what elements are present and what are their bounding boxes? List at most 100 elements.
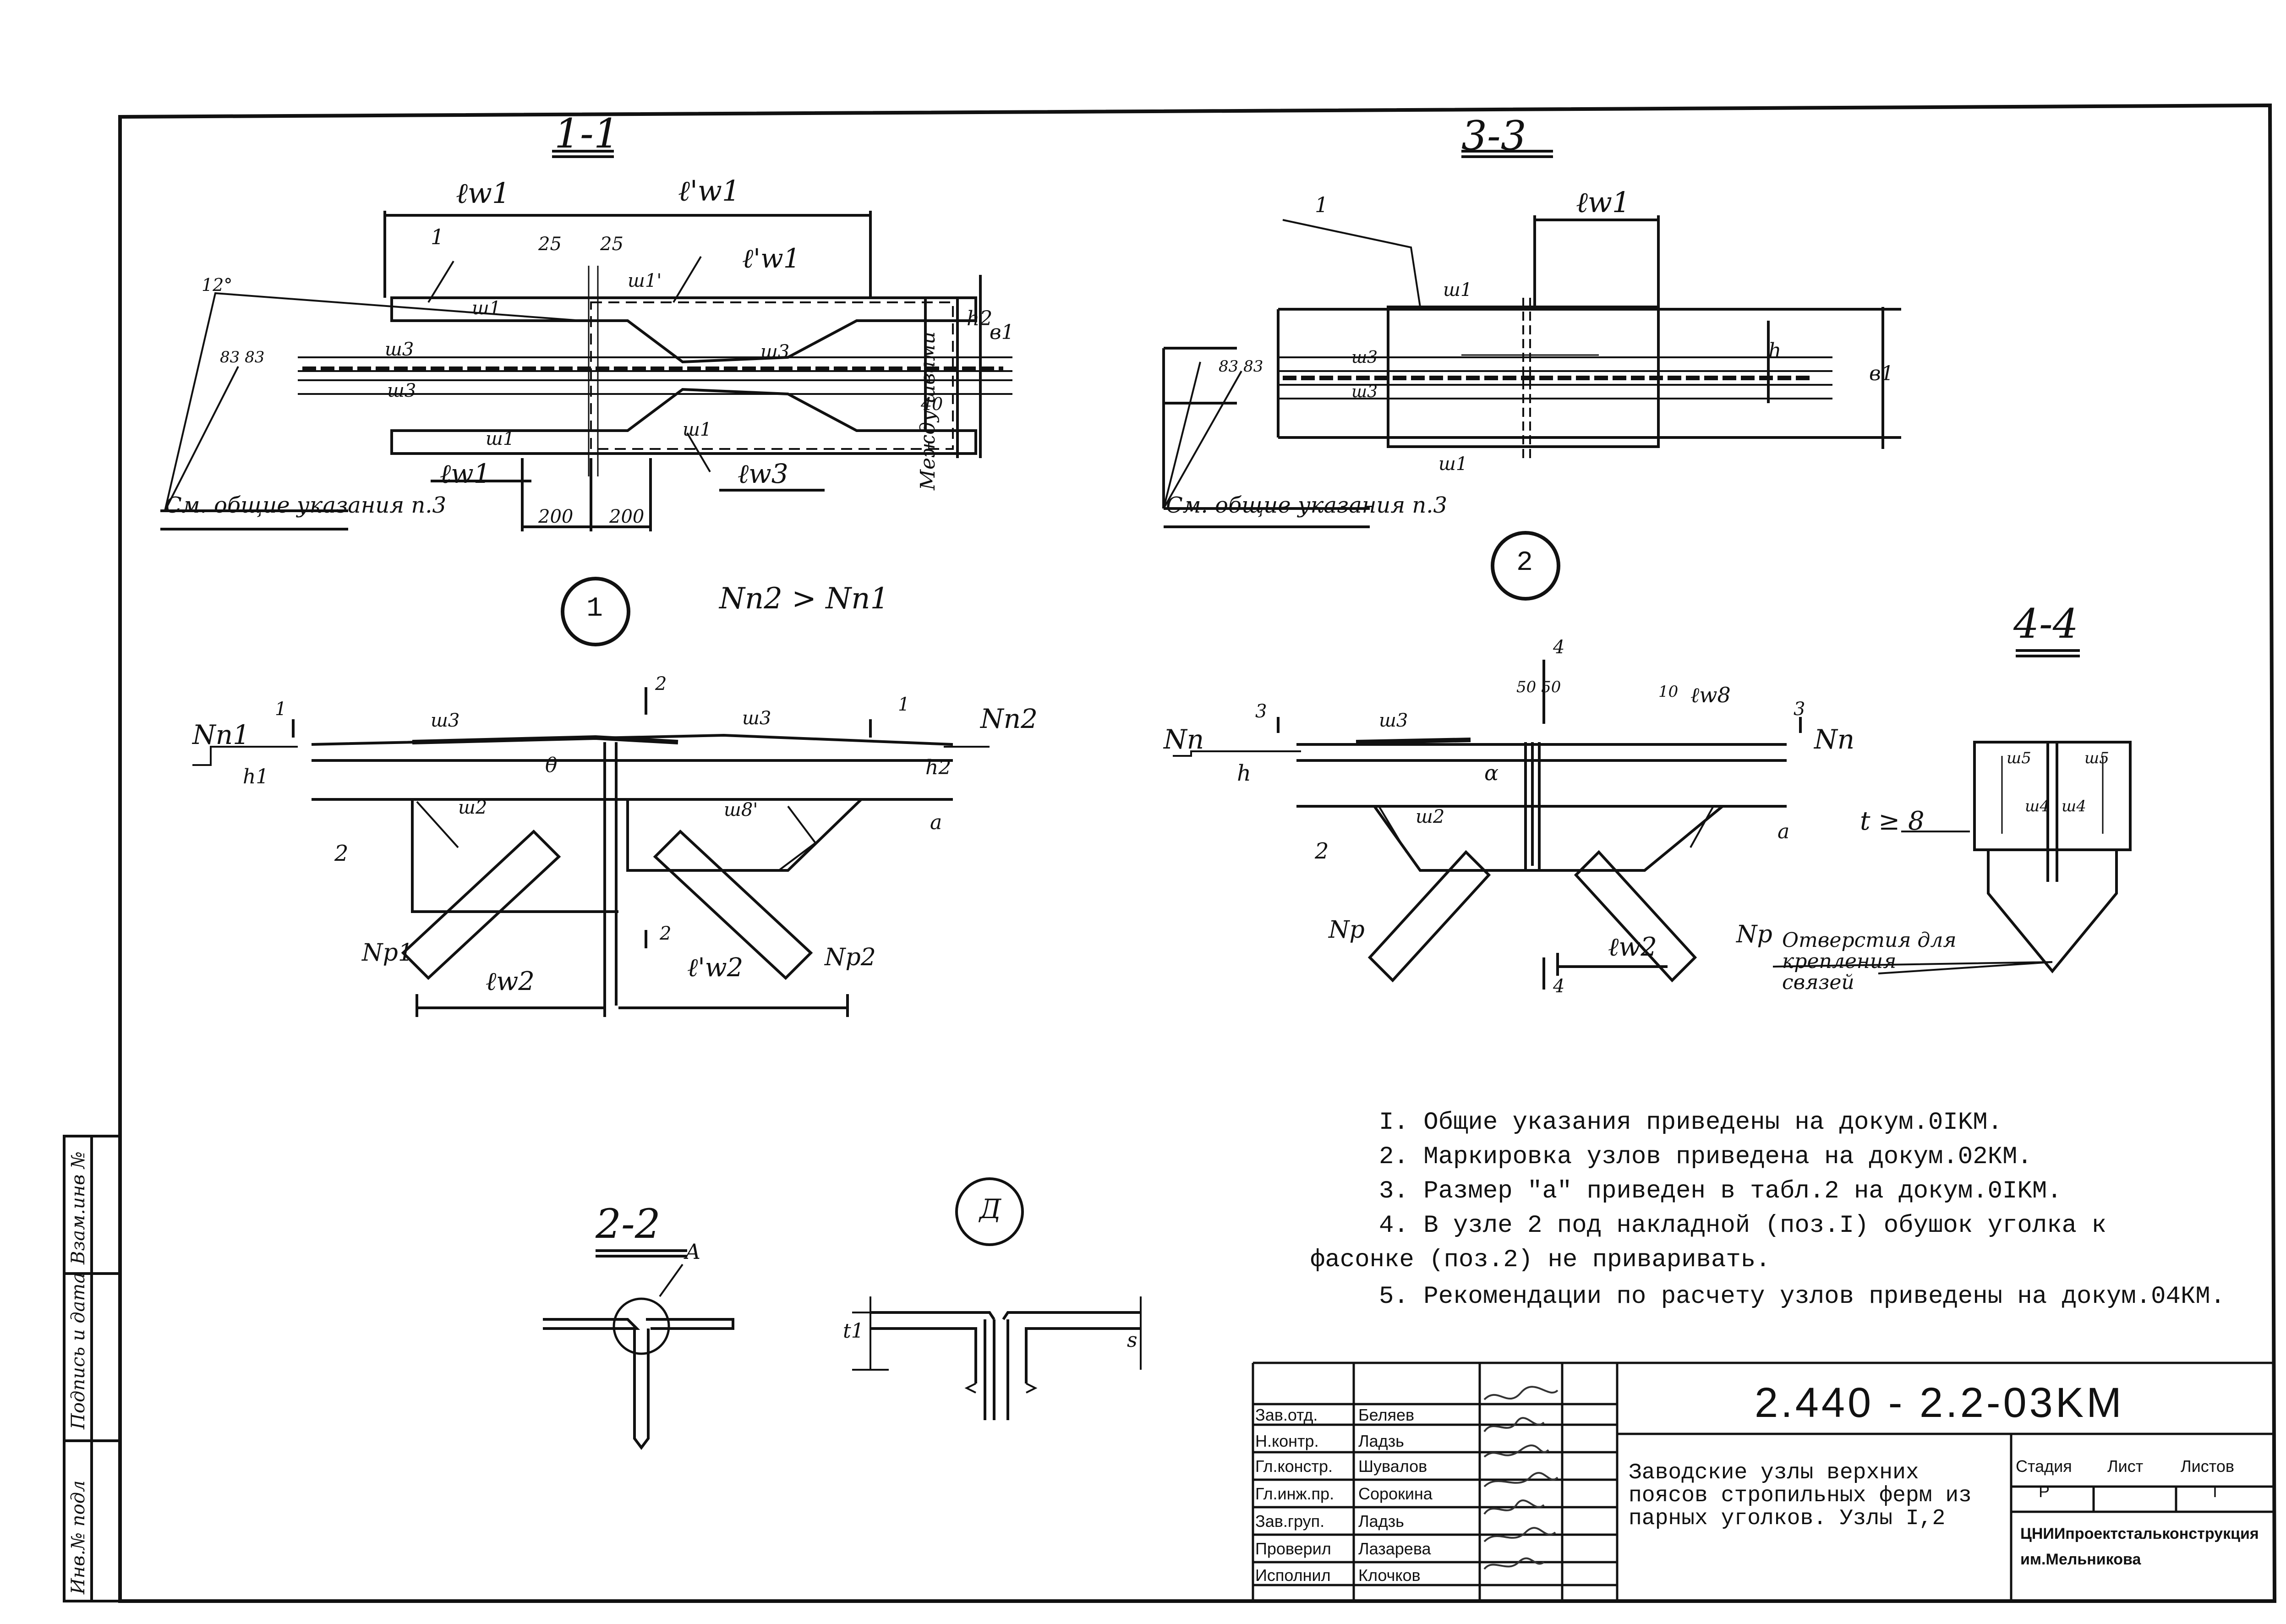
signatures [1483, 1386, 1559, 1570]
section-4-4-drawing [1772, 649, 2132, 974]
label-lw2-n1: ℓw2 [486, 967, 535, 996]
title-block-lines [1252, 1362, 2275, 1601]
force-np1: Nр1 [362, 939, 413, 967]
weld-sh4-a: ш4 [2025, 797, 2050, 815]
dim-50-50: 50 50 [1516, 678, 1561, 696]
weld-sh3-s33-a: ш3 [1351, 348, 1378, 367]
sheets-value: I [2213, 1482, 2218, 1501]
stamp-role-1: Зав.отд. [1255, 1405, 1318, 1424]
position-2-n1: 2 [334, 841, 349, 866]
cut-3-b: 3 [1794, 699, 1805, 720]
force-nn-left: Nп [1164, 724, 1204, 755]
note-4-cont: фасонке (поз.2) не приваривать. [1310, 1246, 1771, 1274]
label-lw8: ℓw8 [1690, 683, 1731, 707]
weld-sh3-c: ш3 [760, 341, 790, 362]
label-alpha: α [1484, 760, 1499, 785]
label-lw1-s33: ℓw1 [1576, 186, 1630, 219]
stamp-name-6: Лазарева [1358, 1539, 1431, 1558]
margin-signature-date: Подпись и дата [68, 1272, 89, 1429]
label-s: s [1127, 1329, 1138, 1352]
weld-sh1-b: ш1 [486, 428, 515, 449]
label-theta: θ [545, 754, 558, 777]
document-code: 2.440 - 2.2-03KM [1755, 1379, 2124, 1426]
weld-sh1-s33-b: ш1 [1438, 454, 1468, 475]
dim-200-a: 200 [538, 506, 574, 527]
node-number-1: 1 [586, 593, 603, 624]
force-nn1: Nп1 [192, 719, 250, 750]
weld-sh2-n2: ш2 [1416, 806, 1445, 827]
weld-sh3-n2: ш3 [1379, 710, 1408, 731]
cut-4-a: 4 [1553, 637, 1565, 658]
label-h1: h1 [243, 765, 269, 788]
document-title: Заводские узлы верхних поясов стропильны… [1629, 1460, 1972, 1531]
frame-border [118, 103, 2277, 1603]
cut-1-b: 1 [898, 694, 910, 715]
section-title-3-3: 3-3 [1461, 112, 1526, 159]
label-b1-a: в1 [990, 321, 1014, 344]
position-2-n2: 2 [1315, 838, 1329, 864]
sheets-header: Листов [2181, 1457, 2234, 1476]
stamp-role-6: Проверил [1255, 1539, 1331, 1558]
dim-40: 40 [921, 394, 943, 414]
label-lw1-c: ℓw1 [440, 458, 491, 489]
margin-inv-original: Инв.№ подл [68, 1480, 89, 1594]
label-lw1-prime: ℓ'w1 [678, 174, 740, 208]
note-3: 3. Размер "а" приведен в табл.2 на докум… [1379, 1177, 2062, 1205]
stamp-role-3: Гл.констр. [1255, 1457, 1333, 1476]
weld-sh3-n1-b: ш3 [742, 708, 771, 729]
section-title-4-4: 4-4 [2013, 600, 2078, 647]
stamp-name-5: Ладзь [1358, 1512, 1404, 1531]
cut-4-b: 4 [1553, 976, 1565, 997]
label-lw2-prime-n1: ℓ'w2 [687, 953, 744, 983]
stamp-name-1: Беляев [1358, 1405, 1415, 1424]
label-h-s33: h [1768, 339, 1782, 362]
margin-strip [63, 1135, 121, 1602]
organization-name: ЦНИИпроектстальконструкция им.Мельникова [2020, 1525, 2259, 1568]
dim-83-a: 83 83 [220, 348, 265, 366]
node-number-2: 2 [1516, 547, 1533, 579]
label-lw3: ℓw3 [738, 458, 788, 489]
weld-sh3-a: ш3 [385, 339, 414, 360]
force-nn2: Nп2 [980, 703, 1038, 734]
label-t-ge-8: t ≥ 8 [1860, 806, 1925, 836]
section-title-1-1: 1-1 [554, 110, 619, 157]
stamp-role-2: Н.контр. [1255, 1432, 1319, 1450]
force-np-right: Nр [1736, 921, 1772, 948]
label-lw1-prime-b: ℓ'w1 [742, 243, 800, 274]
stamp-role-5: Зав.груп. [1255, 1512, 1325, 1531]
dim-25-b: 25 [600, 234, 623, 255]
weld-sh8-n1: ш8' [724, 799, 758, 820]
node-number-d: Д [979, 1193, 1001, 1225]
weld-sh3-s33-b: ш3 [1351, 383, 1378, 401]
section-3-3-drawing [1162, 150, 1901, 528]
cut-1-a: 1 [275, 699, 287, 720]
note-holes: Отверстия для крепления связей [1782, 929, 1957, 994]
section-1-1-drawing [160, 150, 1012, 531]
cut-2-b: 2 [660, 923, 672, 944]
dim-10: 10 [1658, 683, 1679, 701]
cut-2-a: 2 [655, 673, 667, 694]
label-a-n2: a [1777, 820, 1790, 843]
dim-12-deg: 12° [202, 275, 233, 295]
weld-sh3-b: ш3 [387, 380, 416, 401]
note-4: 4. В узле 2 под накладной (поз.I) обушок… [1379, 1212, 2106, 1240]
stamp-name-4: Сорокина [1358, 1484, 1433, 1503]
label-lw1: ℓw1 [456, 176, 510, 210]
node-circle-2 [1491, 531, 1560, 601]
note-2: 2. Маркировка узлов приведена на докум.0… [1379, 1143, 2032, 1171]
node-circle-1 [561, 577, 630, 646]
force-inequality: Nп2 > Nп1 [719, 582, 889, 616]
section-title-2-2: 2-2 [596, 1200, 661, 1247]
note-1: I. Общие указания приведены на докум.0IK… [1379, 1109, 2003, 1137]
weld-sh1-prime: ш1' [628, 270, 662, 291]
margin-replace-inv: Взам.инв № [68, 1151, 89, 1264]
weld-sh5-b: ш5 [2084, 749, 2109, 767]
force-np2: Nр2 [825, 944, 876, 971]
stage-header: Стадия [2016, 1457, 2072, 1476]
note-general-b: См. общие указания п.3 [1166, 492, 1448, 518]
node-1-elevation [192, 687, 990, 1017]
label-t1: t1 [843, 1319, 864, 1343]
weld-sh3-n1: ш3 [431, 710, 460, 731]
